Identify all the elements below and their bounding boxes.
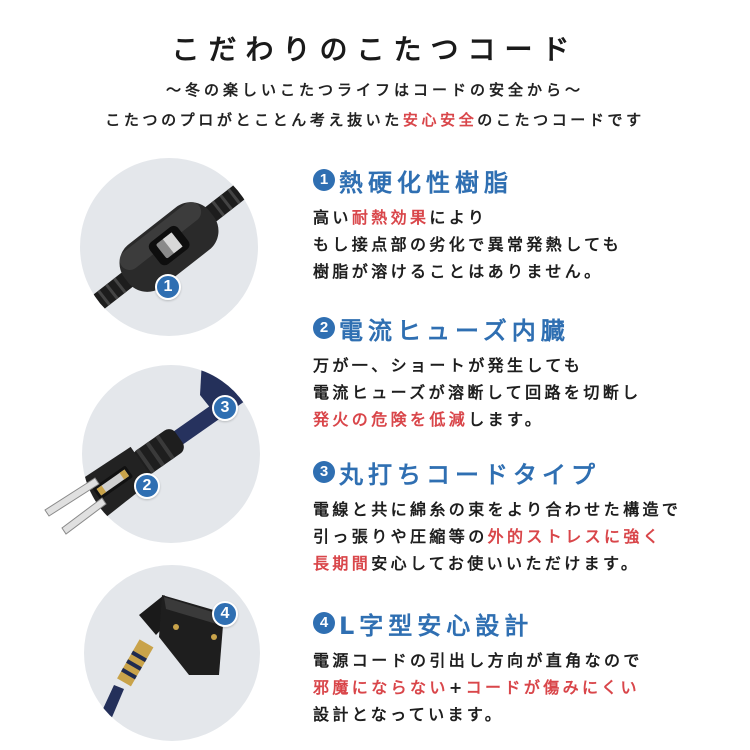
feature-2-title: 電流ヒューズ内臓	[339, 316, 570, 345]
l-connector-image: 4	[84, 565, 260, 741]
body-line: 高い耐熱効果により	[313, 204, 750, 231]
feature-4-body: 電源コードの引出し方向が直角なので 邪魔にならない+コードが傷みにくい 設計とな…	[313, 647, 750, 728]
body-line: 長期間安心してお使いいただけます。	[313, 550, 750, 577]
feature-4-title: L字型安心設計	[339, 611, 534, 640]
feature-3-heading: 3 丸打ちコードタイプ	[313, 456, 750, 489]
text: します。	[468, 410, 545, 429]
body-line: もし接点部の劣化で異常発熱しても	[313, 231, 750, 258]
feature-2: 2 電流ヒューズ内臓 万が一、ショートが発生しても 電流ヒューズが溶断して回路を…	[313, 312, 750, 433]
text: 電源コードの引出し方向が直角なので	[313, 651, 643, 670]
highlight-text: 発火の危険を低減	[313, 410, 469, 429]
body-line: 電線と共に綿糸の束をより合わせた構造で	[313, 496, 750, 523]
body-line: 樹脂が溶けることはありません。	[313, 258, 750, 285]
body-line: 万が一、ショートが発生しても	[313, 352, 750, 379]
text: 電流ヒューズが溶断して回路を切断し	[313, 383, 642, 402]
feature-2-body: 万が一、ショートが発生しても 電流ヒューズが溶断して回路を切断し 発火の危険を低…	[313, 352, 750, 433]
badge-1: 1	[155, 274, 181, 300]
text: により	[429, 208, 488, 227]
plug-prongs-icon	[44, 477, 107, 535]
tagline-part: こたつのプロがとことん考え抜いた	[105, 111, 403, 129]
highlight-text: 外的ストレスに強く	[487, 527, 663, 546]
number-1-icon: 1	[313, 169, 335, 191]
number-4-icon: 4	[313, 612, 335, 634]
body-line: 電流ヒューズが溶断して回路を切断し	[313, 379, 750, 406]
text: 引っ張りや圧縮等の	[313, 527, 488, 546]
tagline: こたつのプロがとことん考え抜いた安心安全のこたつコードです	[0, 109, 750, 130]
text: 樹脂が溶けることはありません。	[313, 262, 604, 281]
tagline-highlight: 安心安全	[402, 111, 478, 129]
body-line: 邪魔にならない+コードが傷みにくい	[313, 674, 750, 701]
feature-1-body: 高い耐熱効果により もし接点部の劣化で異常発熱しても 樹脂が溶けることはありませ…	[313, 204, 750, 285]
highlight-text: 邪魔にならない	[313, 678, 449, 697]
feature-1-title: 熱硬化性樹脂	[339, 168, 513, 197]
text: +	[448, 678, 466, 697]
body-line: 電源コードの引出し方向が直角なので	[313, 647, 750, 674]
text: 設計となっています。	[313, 705, 505, 724]
text: 高い	[313, 208, 352, 227]
highlight-text: コードが傷みにくい	[465, 678, 640, 697]
feature-4-heading: 4 L字型安心設計	[313, 607, 750, 640]
highlight-text: 長期間	[313, 554, 372, 573]
feature-3: 3 丸打ちコードタイプ 電線と共に綿糸の束をより合わせた構造で 引っ張りや圧縮等…	[313, 456, 750, 577]
feature-3-title: 丸打ちコードタイプ	[339, 460, 600, 489]
number-3-icon: 3	[313, 461, 335, 483]
feature-2-heading: 2 電流ヒューズ内臓	[313, 312, 750, 345]
body-line: 設計となっています。	[313, 701, 750, 728]
number-2-icon: 2	[313, 317, 335, 339]
switch-image: 1	[80, 158, 258, 336]
feature-4: 4 L字型安心設計 電源コードの引出し方向が直角なので 邪魔にならない+コードが…	[313, 607, 750, 728]
page-title: こだわりのこたつコード	[171, 33, 579, 66]
l-connector-icon	[88, 595, 224, 741]
text: 電線と共に綿糸の束をより合わせた構造で	[313, 500, 682, 519]
badge-4: 4	[212, 601, 238, 627]
feature-1: 1 熱硬化性樹脂 高い耐熱効果により もし接点部の劣化で異常発熱しても 樹脂が溶…	[313, 164, 750, 285]
feature-3-body: 電線と共に綿糸の束をより合わせた構造で 引っ張りや圧縮等の外的ストレスに強く 長…	[313, 496, 750, 577]
inline-switch-icon	[88, 177, 255, 312]
text: もし接点部の劣化で異常発熱しても	[313, 235, 623, 254]
highlight-text: 耐熱効果	[351, 208, 430, 227]
badge-2: 2	[134, 473, 160, 499]
feature-1-heading: 1 熱硬化性樹脂	[313, 164, 750, 197]
body-line: 引っ張りや圧縮等の外的ストレスに強く	[313, 523, 750, 550]
text: 万が一、ショートが発生しても	[313, 356, 584, 375]
body-line: 発火の危険を低減します。	[313, 406, 750, 433]
subtitle: ～冬の楽しいこたつライフはコードの安全から～	[165, 81, 584, 99]
text: 安心してお使いいただけます。	[371, 554, 641, 573]
tagline-part: のこたつコードです	[477, 111, 645, 129]
badge-3: 3	[212, 395, 238, 421]
